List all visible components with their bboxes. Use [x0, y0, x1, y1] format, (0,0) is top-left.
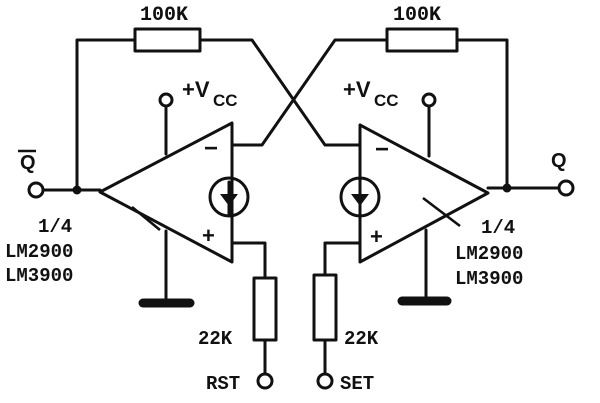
- left-opamp-part2: LM3900: [5, 265, 73, 287]
- left-opamp-fraction: 1/4: [38, 216, 72, 238]
- left-vcc-terminal: [158, 92, 174, 108]
- right-minus-pin-label: −: [375, 136, 389, 163]
- left-feedback-resistor-label: 100K: [140, 4, 188, 27]
- right-current-source: [339, 176, 381, 218]
- left-feedback-resistor: [133, 27, 202, 53]
- left-output-junction: [72, 185, 82, 195]
- set-label: SET: [340, 373, 374, 395]
- right-vcc-subscript: CC: [374, 91, 399, 110]
- left-vcc-subscript: CC: [213, 91, 238, 110]
- left-minus-pin-label: −: [204, 135, 218, 162]
- right-input-resistor: [312, 273, 338, 342]
- right-opamp-hatch: [422, 196, 461, 228]
- right-plus-pin-label: +: [370, 224, 383, 249]
- rst-terminal[interactable]: [256, 372, 274, 390]
- right-opamp-part1: LM2900: [455, 243, 523, 265]
- right-opamp-part2: LM3900: [455, 268, 523, 290]
- left-feedback-wire: [75, 38, 362, 192]
- right-opamp-fraction: 1/4: [481, 217, 515, 239]
- rst-label: RST: [206, 373, 240, 395]
- left-current-source: [208, 176, 250, 218]
- right-feedback-wire: [230, 38, 509, 190]
- right-feedback-resistor-label: 100K: [393, 4, 441, 27]
- right-output-junction: [502, 183, 512, 193]
- left-plus-pin-label: +: [202, 223, 215, 248]
- q-terminal[interactable]: [557, 179, 575, 197]
- right-vcc-terminal: [421, 92, 437, 108]
- right-plus-input-wire: [323, 241, 362, 277]
- q-bar-terminal[interactable]: [27, 181, 45, 199]
- left-opamp: [98, 121, 234, 264]
- right-feedback-resistor: [385, 27, 459, 53]
- left-input-resistor: [252, 276, 278, 342]
- left-opamp-part1: LM2900: [5, 241, 73, 263]
- left-plus-input-wire: [230, 241, 267, 280]
- q-bar-label: Q: [20, 152, 36, 174]
- right-current-arrow: [351, 194, 369, 206]
- left-input-resistor-label: 22K: [198, 328, 233, 350]
- right-vcc-label: +V: [343, 77, 371, 102]
- q-label: Q: [551, 150, 567, 172]
- set-terminal[interactable]: [316, 372, 334, 390]
- left-vcc-label: +V: [182, 77, 210, 102]
- left-opamp-hatch: [131, 205, 161, 232]
- right-input-resistor-label: 22K: [344, 328, 379, 350]
- left-current-arrow: [220, 194, 238, 206]
